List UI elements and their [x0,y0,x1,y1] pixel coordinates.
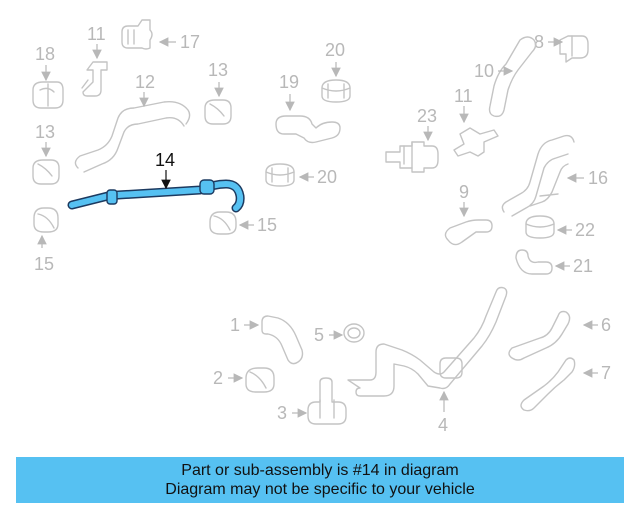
part-5-o-ring [329,323,365,343]
part-15-clamp-right [209,211,254,235]
part-13-clamp-upper [204,82,232,125]
part-20-clamp-top [321,62,351,103]
callout-5: 5 [314,325,324,345]
callout-11-right: 11 [454,86,473,106]
callout-20-top: 20 [325,40,345,60]
part-9-hose [444,202,493,246]
part-2-clamp [228,367,275,393]
callout-20-lower: 20 [317,167,337,187]
part-21-elbow [515,249,570,275]
part-16-hose-assembly [501,134,584,217]
part-22-clamp [525,215,572,239]
part-6-hose [508,310,598,361]
part-19-elbow [275,94,341,144]
callout-8: 8 [534,32,544,52]
info-banner: Part or sub-assembly is #14 in diagram D… [16,457,624,503]
part-10-hose [488,36,537,118]
callout-13-upper: 13 [208,60,228,80]
part-20-clamp-lower [265,163,314,187]
callout-21: 21 [573,256,593,276]
callout-19: 19 [279,72,299,92]
callout-17: 17 [180,32,200,52]
part-8-connector [548,35,589,63]
part-13-clamp-left [32,142,60,185]
banner-line-2: Diagram may not be specific to your vehi… [165,481,475,498]
callout-18: 18 [35,44,55,64]
callout-16: 16 [588,168,608,188]
part-23-valve [385,126,439,173]
callout-15-left: 15 [34,254,54,274]
callout-4: 4 [438,415,448,435]
callout-22: 22 [575,220,595,240]
callout-13-left: 13 [35,122,55,142]
callout-7: 7 [601,363,611,383]
part-14-hose-highlighted [67,170,245,213]
part-1-hose [244,315,304,365]
part-11-tee-left [81,44,108,97]
callout-3: 3 [277,403,287,423]
callout-14: 14 [155,150,175,170]
callout-12: 12 [135,72,155,92]
callout-9: 9 [459,182,469,202]
part-15-clamp-left [33,207,59,248]
part-4-pipe-assembly [347,286,508,412]
callout-11-left: 11 [87,24,106,44]
part-3-valve [292,377,347,425]
parts-diagram: 18 11 17 12 13 13 15 [32,19,611,435]
callout-1: 1 [230,315,240,335]
callout-6: 6 [601,315,611,335]
part-11-tee-right [453,106,499,157]
part-18-clamp [32,65,64,109]
callout-10: 10 [474,61,494,81]
banner-line-1: Part or sub-assembly is #14 in diagram [181,462,459,479]
part-17-connector [121,19,176,50]
callout-15-right: 15 [257,215,277,235]
part-12-hose [74,92,191,173]
part-7-hose [520,357,598,412]
callout-23: 23 [417,106,437,126]
callout-2: 2 [213,368,223,388]
